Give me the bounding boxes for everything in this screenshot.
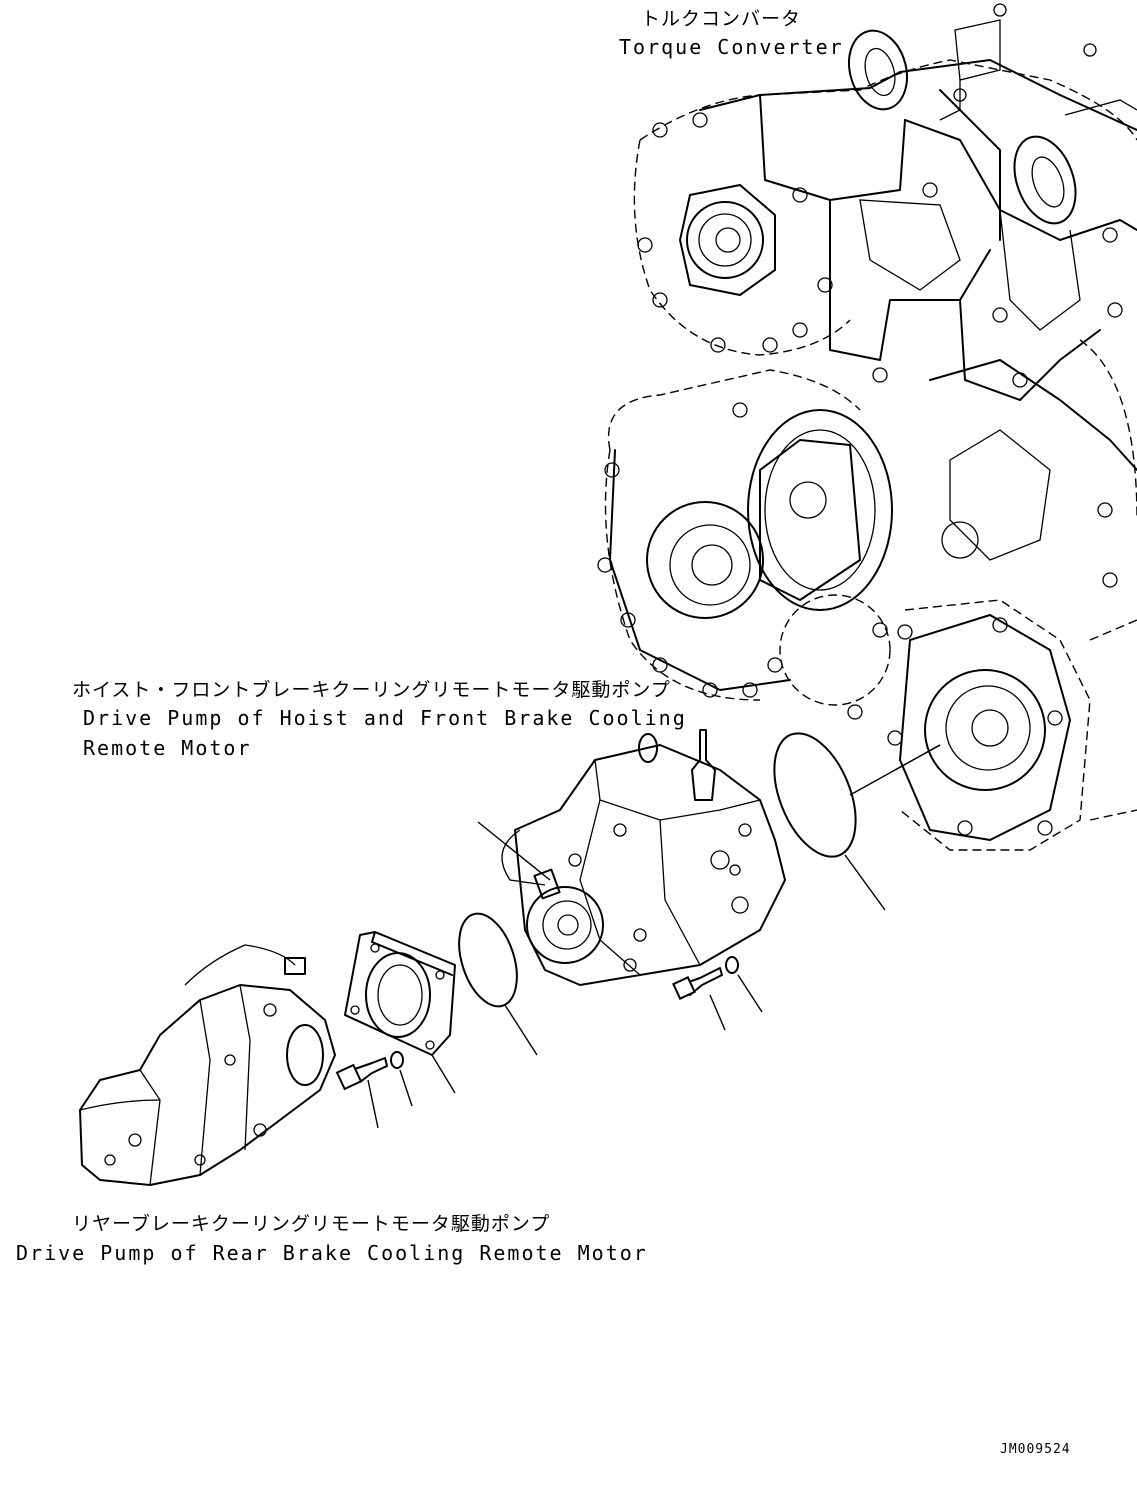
front-pump-label-en-line1: Drive Pump of Hoist and Front Brake Cool… — [83, 706, 687, 730]
front-drive-pump — [477, 729, 786, 986]
rear-drive-pump — [79, 944, 336, 1186]
adapter-flange — [344, 931, 456, 1094]
front-pump-label-en-line2: Remote Motor — [83, 736, 252, 760]
bolt-washer-front — [672, 956, 763, 1031]
o-ring-small — [458, 912, 538, 1056]
bolt-washer-rear — [335, 1051, 413, 1129]
torque-converter-label-en: Torque Converter — [619, 35, 844, 59]
drawing-code: JM009524 — [1000, 1442, 1071, 1457]
leader-line — [894, 744, 941, 771]
torque-converter-assembly — [597, 3, 1137, 851]
rear-pump-label-jp: リヤーブレーキクーリングリモートモータ駆動ポンプ — [72, 1213, 551, 1235]
rear-pump-label-en: Drive Pump of Rear Brake Cooling Remote … — [16, 1241, 648, 1265]
front-pump-label-jp: ホイスト・フロントブレーキクーリングリモートモータ駆動ポンプ — [72, 679, 671, 701]
torque-converter-label-jp: トルクコンバータ — [641, 8, 802, 30]
o-ring-large — [773, 732, 941, 911]
